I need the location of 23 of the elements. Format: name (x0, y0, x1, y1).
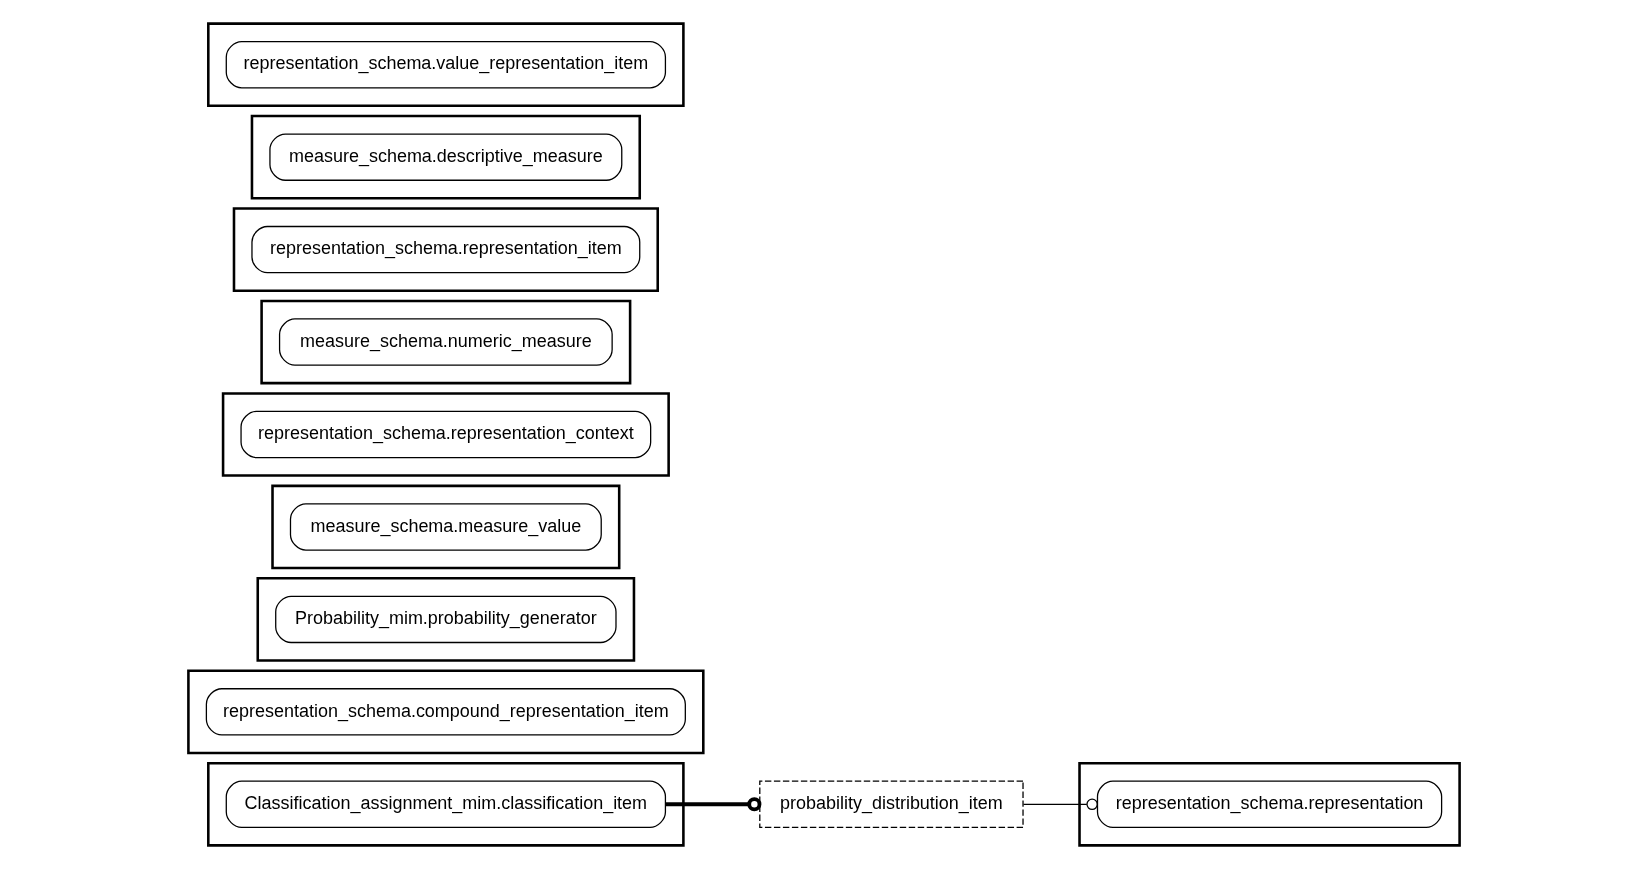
node-box: representation_schema.representation (1096, 780, 1442, 829)
node-box: Classification_assignment_mim.classification_item (225, 780, 666, 829)
cluster (206, 761, 685, 847)
cluster (270, 484, 620, 570)
cluster (206, 22, 685, 108)
node-box: measure_schema.numeric_measure (278, 318, 613, 366)
connector (1022, 798, 1098, 811)
cluster (250, 114, 641, 200)
cluster (1077, 761, 1461, 847)
cluster (232, 207, 659, 292)
node-box: representation_schema.compound_representation_item (205, 688, 686, 736)
cluster (186, 669, 705, 755)
node-box: measure_schema.measure_value (289, 503, 602, 551)
cluster (255, 577, 635, 662)
node-box: representation_schema.representation_context (239, 410, 651, 459)
node-box: probability_distribution_item (758, 780, 1024, 829)
node-box: representation_schema.representation_item (250, 225, 640, 274)
node-box: measure_schema.descriptive_measure (268, 133, 622, 181)
cluster (259, 299, 631, 385)
connector (665, 797, 761, 812)
cluster (221, 392, 670, 477)
node-box: representation_schema.value_representation_item (225, 40, 666, 89)
node-box: Probability_mim.probability_generator (274, 595, 617, 644)
